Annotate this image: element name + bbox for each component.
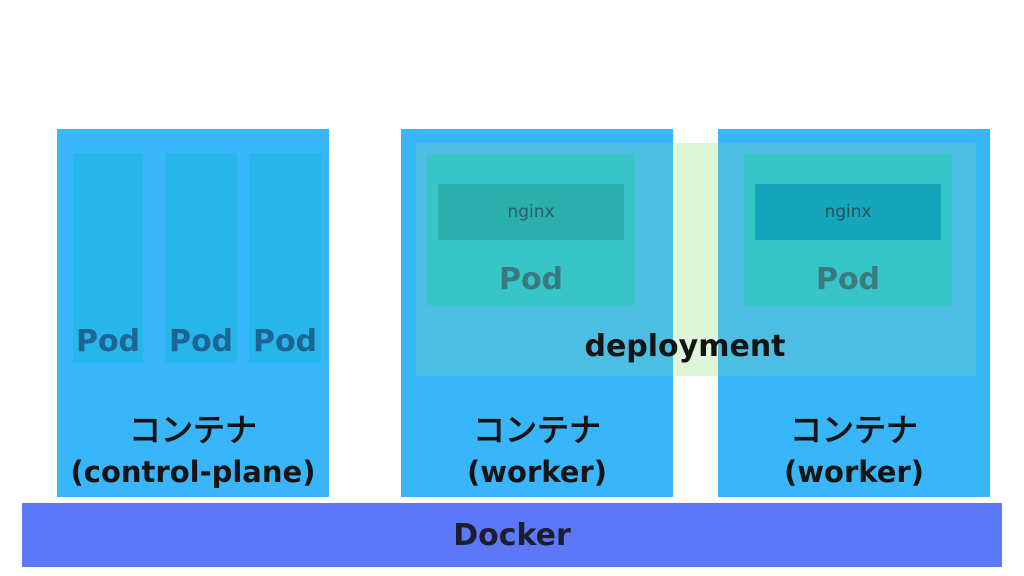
deployment-label: deployment: [584, 329, 786, 364]
pod-label: Pod: [168, 324, 234, 359]
deployment-bridge: [673, 143, 718, 376]
docker-label: Docker: [453, 517, 571, 553]
container-title: コンテナ: [128, 411, 257, 449]
pod-label: Pod: [498, 262, 564, 297]
container-subtitle: (worker): [783, 455, 924, 489]
container-title: コンテナ: [472, 411, 601, 449]
nginx-box: nginx: [755, 184, 941, 240]
nginx-box: nginx: [438, 184, 624, 240]
container-control-plane: Pod Pod Pod コンテナ (control-plane): [57, 129, 329, 497]
container-title: コンテナ: [789, 411, 918, 449]
nginx-label: nginx: [507, 202, 555, 222]
pod-box: Pod: [73, 153, 143, 363]
pod-box: Pod: [165, 153, 237, 363]
pod-box: Pod: [249, 153, 321, 363]
container-subtitle: (worker): [466, 455, 607, 489]
nginx-label: nginx: [824, 202, 872, 222]
pod-label: Pod: [815, 262, 881, 297]
container-subtitle: (control-plane): [70, 455, 316, 489]
pod-label: Pod: [75, 324, 141, 359]
docker-layer: Docker: [22, 503, 1002, 567]
pod-label: Pod: [252, 324, 318, 359]
